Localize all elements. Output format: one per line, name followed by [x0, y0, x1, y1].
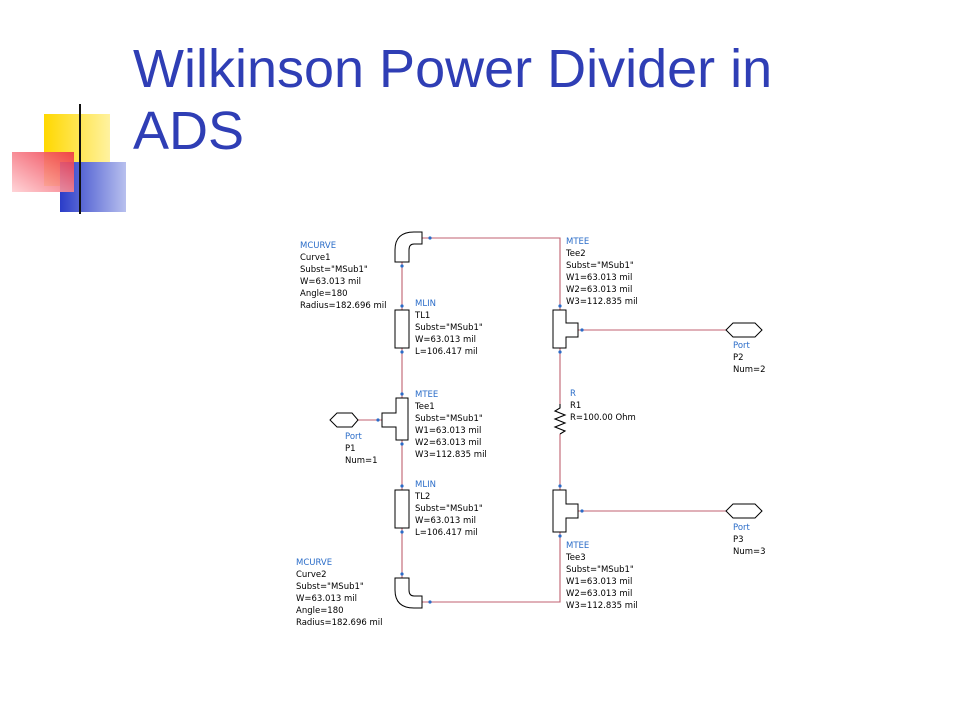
curve1-name: Curve1	[300, 253, 331, 263]
p2-label: Port P2 Num=2	[733, 341, 766, 375]
p1-label: Port P1 Num=1	[345, 432, 378, 466]
p3-symbol	[725, 503, 763, 519]
title-line-2: ADS	[133, 101, 245, 161]
curve2-label: MCURVE Curve2 Subst="MSub1" W=63.013 mil…	[296, 558, 382, 628]
p3-num: Num=3	[733, 547, 766, 557]
tl2-name: TL2	[414, 492, 430, 502]
tl1-type: MLIN	[415, 299, 436, 309]
curve1-angle: Angle=180	[300, 289, 348, 299]
pin-dots	[376, 236, 584, 604]
slide-decoration	[12, 104, 870, 214]
r1-value: R=100.00 Ohm	[570, 413, 636, 423]
curve2-w: W=63.013 mil	[296, 594, 357, 604]
curve1-type: MCURVE	[300, 241, 336, 251]
curve1-label: MCURVE Curve1 Subst="MSub1" W=63.013 mil…	[300, 241, 386, 311]
tee3-w3: W3=112.835 mil	[566, 601, 638, 611]
tl1-l: L=106.417 mil	[415, 347, 478, 357]
tee1-label: MTEE Tee1 Subst="MSub1" W1=63.013 mil W2…	[414, 390, 487, 460]
tl2-type: MLIN	[415, 480, 436, 490]
r1-symbol	[553, 404, 567, 435]
tl2-l: L=106.417 mil	[415, 528, 478, 538]
tee1-w3: W3=112.835 mil	[415, 450, 487, 460]
p2-type: Port	[733, 341, 751, 351]
tl2-symbol	[394, 489, 410, 529]
curve1-radius: Radius=182.696 mil	[300, 301, 386, 311]
tee1-w1: W1=63.013 mil	[415, 426, 481, 436]
r1-name: R1	[570, 401, 581, 411]
tee3-subst: Subst="MSub1"	[566, 565, 634, 575]
r1-type: R	[570, 389, 576, 399]
curve2-symbol	[394, 577, 423, 609]
p2-symbol	[725, 322, 763, 338]
curve2-radius: Radius=182.696 mil	[296, 618, 382, 628]
tee1-w2: W2=63.013 mil	[415, 438, 481, 448]
tee2-w3: W3=112.835 mil	[566, 297, 638, 307]
p2-num: Num=2	[733, 365, 766, 375]
p1-num: Num=1	[345, 456, 378, 466]
tl1-subst: Subst="MSub1"	[415, 323, 483, 333]
p1-name: P1	[345, 444, 356, 454]
tee3-w2: W2=63.013 mil	[566, 589, 632, 599]
tee2-label: MTEE Tee2 Subst="MSub1" W1=63.013 mil W2…	[565, 237, 638, 307]
curve2-subst: Subst="MSub1"	[296, 582, 364, 592]
p3-label: Port P3 Num=3	[733, 523, 766, 557]
tee1-subst: Subst="MSub1"	[415, 414, 483, 424]
curve1-w: W=63.013 mil	[300, 277, 361, 287]
curve2-name: Curve2	[296, 570, 327, 580]
tee2-w1: W1=63.013 mil	[566, 273, 632, 283]
wires	[358, 237, 726, 603]
tee3-symbol	[552, 489, 579, 533]
tl1-label: MLIN TL1 Subst="MSub1" W=63.013 mil L=10…	[414, 299, 483, 357]
title-line-1: Wilkinson Power Divider in	[133, 39, 773, 99]
slide-title: Wilkinson Power Divider in ADS	[133, 38, 933, 162]
r1-label: R R1 R=100.00 Ohm	[570, 389, 636, 423]
tee3-label: MTEE Tee3 Subst="MSub1" W1=63.013 mil W2…	[565, 541, 638, 611]
tee1-name: Tee1	[414, 402, 435, 412]
tl1-w: W=63.013 mil	[415, 335, 476, 345]
tee2-type: MTEE	[566, 237, 589, 247]
tee2-symbol	[552, 309, 579, 349]
tee1-type: MTEE	[415, 390, 438, 400]
tl2-w: W=63.013 mil	[415, 516, 476, 526]
wire-bottom	[418, 520, 561, 603]
curve2-angle: Angle=180	[296, 606, 344, 616]
tl2-label: MLIN TL2 Subst="MSub1" W=63.013 mil L=10…	[414, 480, 483, 538]
p1-type: Port	[345, 432, 363, 442]
wire-top	[418, 237, 561, 316]
p1-symbol	[329, 412, 359, 428]
tee3-name: Tee3	[565, 553, 586, 563]
tee3-w1: W1=63.013 mil	[566, 577, 632, 587]
tl2-subst: Subst="MSub1"	[415, 504, 483, 514]
tl1-symbol	[394, 309, 410, 349]
tl1-name: TL1	[414, 311, 430, 321]
tee2-subst: Subst="MSub1"	[566, 261, 634, 271]
p3-type: Port	[733, 523, 751, 533]
tee1-symbol	[381, 397, 409, 441]
curve2-type: MCURVE	[296, 558, 332, 568]
tee3-type: MTEE	[566, 541, 589, 551]
p3-name: P3	[733, 535, 744, 545]
p2-name: P2	[733, 353, 744, 363]
curve1-symbol	[394, 231, 423, 263]
curve1-subst: Subst="MSub1"	[300, 265, 368, 275]
tee2-name: Tee2	[565, 249, 586, 259]
tee2-w2: W2=63.013 mil	[566, 285, 632, 295]
